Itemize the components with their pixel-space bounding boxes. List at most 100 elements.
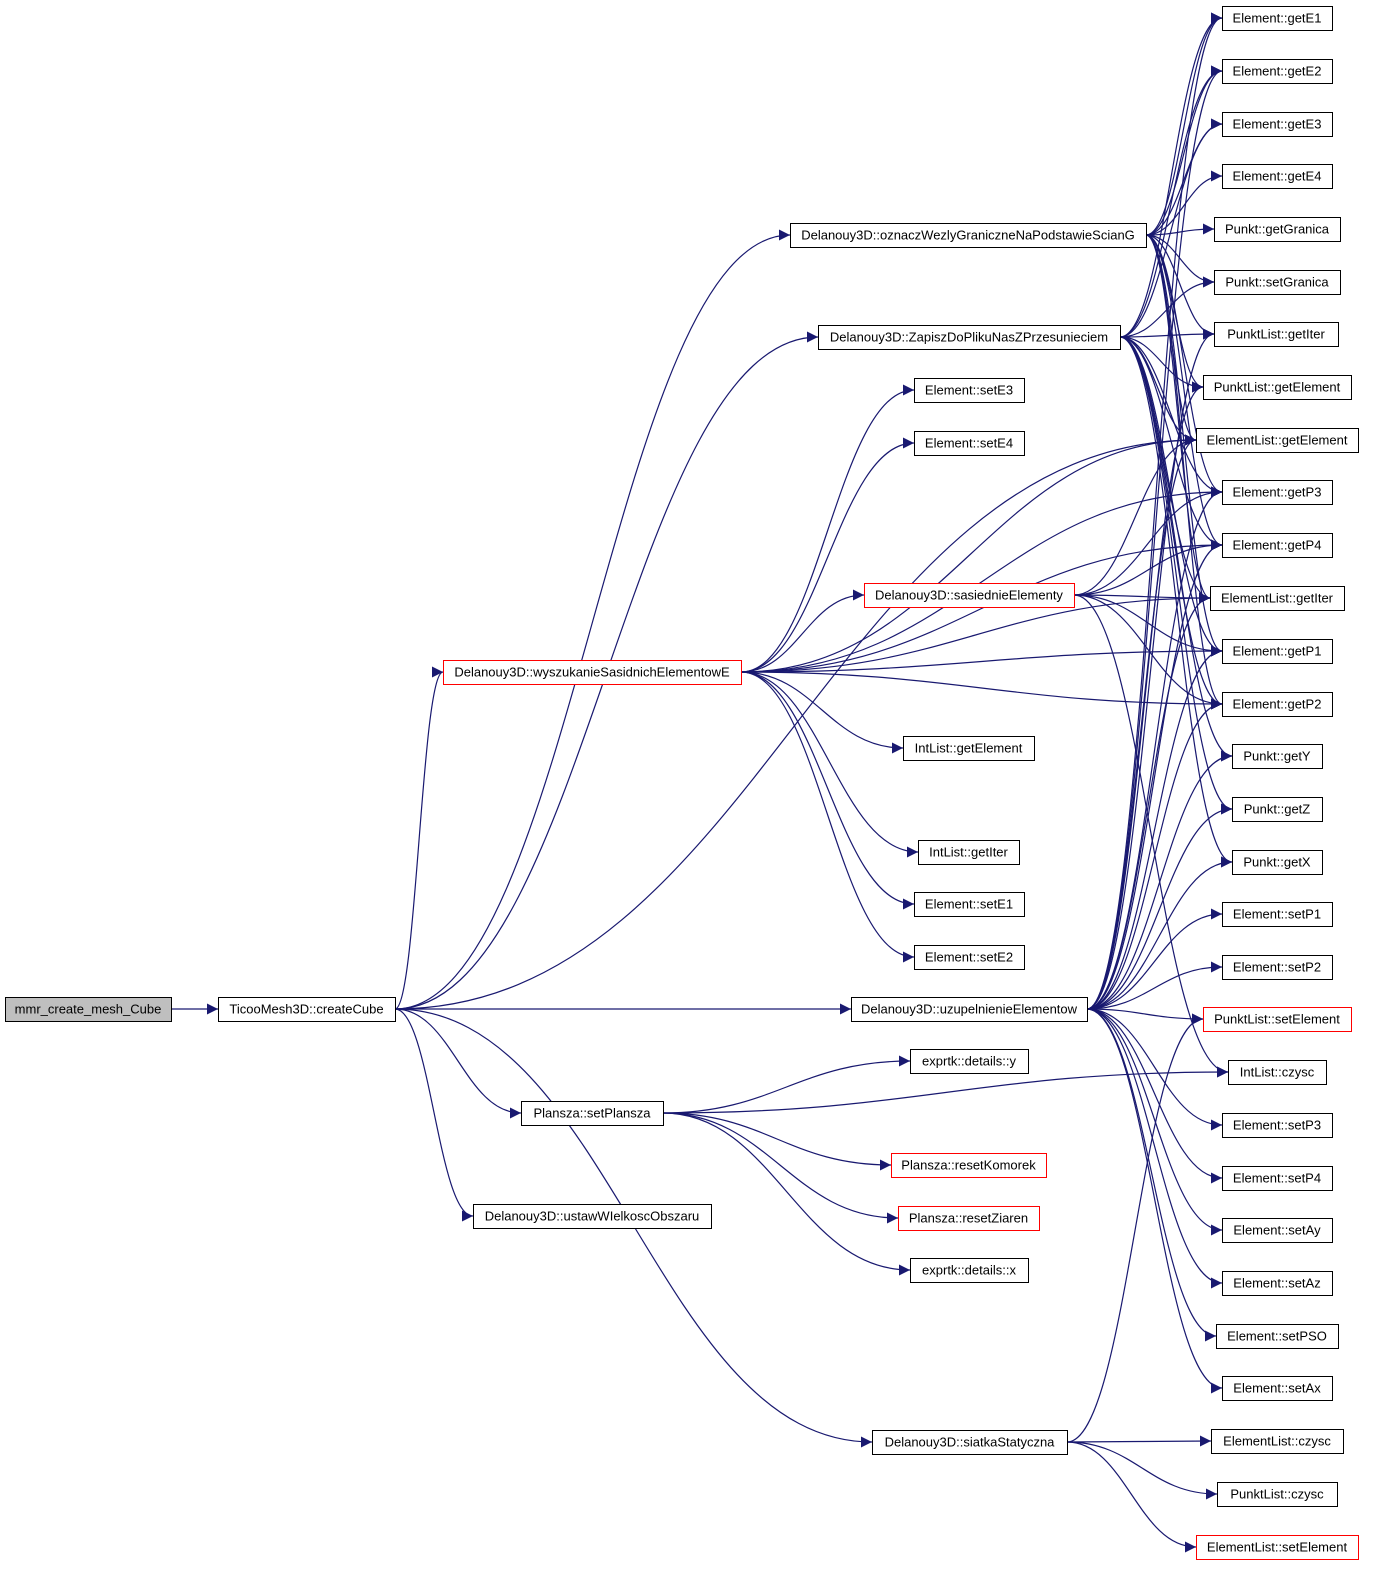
call-edge-sasiednie-to-intCzysc — [1073, 594, 1229, 1078]
node-element-get-e3[interactable]: Element::getE3 — [1222, 112, 1333, 137]
call-edge-wyszukanie-to-sasiednie — [740, 589, 865, 673]
call-edge-uzupelnienie-to-pGetElement — [1086, 381, 1204, 1010]
svg-text:Element::getE3: Element::getE3 — [1233, 117, 1322, 132]
svg-text:Delanouy3D::sasiednieElementy: Delanouy3D::sasiednieElementy — [875, 588, 1063, 603]
svg-text:Element::setE1: Element::setE1 — [925, 897, 1013, 912]
svg-text:Plansza::resetZiaren: Plansza::resetZiaren — [909, 1211, 1028, 1226]
node-plansza-reset-komorek[interactable]: Plansza::resetKomorek — [891, 1153, 1047, 1178]
call-edge-wyszukanie-to-eGetElement — [740, 434, 1197, 673]
call-edge-uzupelnienie-to-setP1 — [1086, 908, 1223, 1010]
node-punktlist-get-element[interactable]: PunktList::getElement — [1203, 375, 1352, 400]
node-punkt-get-granica[interactable]: Punkt::getGranica — [1214, 217, 1341, 242]
svg-text:Plansza::resetKomorek: Plansza::resetKomorek — [901, 1158, 1036, 1173]
node-element-set-pso[interactable]: Element::setPSO — [1216, 1324, 1339, 1349]
svg-text:mmr_create_mesh_Cube: mmr_create_mesh_Cube — [15, 1002, 162, 1017]
call-edge-uzupelnienie-to-getP3 — [1086, 486, 1223, 1010]
node-createcube[interactable]: TicooMesh3D::createCube — [218, 997, 396, 1022]
call-edge-zapisz-to-setGranica — [1119, 276, 1215, 338]
call-edge-setPlansza-to-resetZiaren — [662, 1112, 899, 1224]
call-edge-zapisz-to-getZ — [1119, 336, 1233, 815]
node-element-get-p1[interactable]: Element::getP1 — [1222, 639, 1333, 664]
node-element-get-p4[interactable]: Element::getP4 — [1222, 533, 1333, 558]
node-elementlist-czysc[interactable]: ElementList::czysc — [1211, 1429, 1344, 1454]
call-edge-oznacz-to-getE1 — [1145, 12, 1223, 236]
node-set-e1[interactable]: Element::setE1 — [914, 892, 1025, 917]
svg-text:Punkt::getY: Punkt::getY — [1243, 749, 1311, 764]
svg-text:Element::setAz: Element::setAz — [1233, 1276, 1320, 1291]
node-element-set-p3[interactable]: Element::setP3 — [1222, 1113, 1333, 1138]
node-element-get-e1[interactable]: Element::getE1 — [1222, 6, 1333, 31]
svg-text:Element::getE1: Element::getE1 — [1233, 11, 1322, 26]
node-element-set-ax[interactable]: Element::setAx — [1222, 1376, 1333, 1401]
node-element-get-e2[interactable]: Element::getE2 — [1222, 59, 1333, 84]
call-edge-createCube-to-setPlansza — [394, 1008, 522, 1119]
node-punkt-set-granica[interactable]: Punkt::setGranica — [1214, 270, 1341, 295]
svg-text:Element::getP2: Element::getP2 — [1233, 697, 1322, 712]
call-edge-uzupelnienie-to-setAz — [1086, 1008, 1223, 1289]
call-edge-oznacz-to-getE4 — [1145, 170, 1223, 236]
call-edge-siatka-to-pSetElement — [1066, 1013, 1204, 1443]
node-punktlist-czysc[interactable]: PunktList::czysc — [1217, 1482, 1338, 1507]
node-sasiednie-elementy[interactable]: Delanouy3D::sasiednieElementy — [864, 583, 1075, 608]
node-plansza-reset-ziaren[interactable]: Plansza::resetZiaren — [898, 1206, 1040, 1231]
node-punktlist-set-element[interactable]: PunktList::setElement — [1203, 1007, 1352, 1032]
call-edge-createCube-to-ustaw — [394, 1008, 474, 1222]
node-set-e3[interactable]: Element::setE3 — [914, 378, 1025, 403]
node-oznacz-wezly[interactable]: Delanouy3D::oznaczWezlyGraniczneNaPodsta… — [790, 223, 1147, 248]
svg-text:IntList::czysc: IntList::czysc — [1240, 1065, 1315, 1080]
call-edge-uzupelnienie-to-getP2 — [1086, 698, 1223, 1010]
call-edge-sasiednie-to-getP3 — [1073, 486, 1223, 596]
call-edge-wyszukanie-to-setE3 — [740, 384, 915, 673]
call-edge-zapisz-to-getE1 — [1119, 12, 1223, 338]
node-exprtk-details-x[interactable]: exprtk::details::x — [910, 1258, 1029, 1283]
node-punkt-get-x[interactable]: Punkt::getX — [1232, 850, 1323, 875]
svg-text:IntList::getIter: IntList::getIter — [929, 845, 1008, 860]
node-element-get-p2[interactable]: Element::getP2 — [1222, 692, 1333, 717]
call-edge-siatka-to-pCzysc — [1066, 1441, 1218, 1500]
node-punkt-get-y[interactable]: Punkt::getY — [1232, 744, 1323, 769]
node-element-get-p3[interactable]: Element::getP3 — [1222, 480, 1333, 505]
node-element-set-az[interactable]: Element::setAz — [1222, 1271, 1333, 1296]
node-uzupelnienie-elementow[interactable]: Delanouy3D::uzupelnienieElementow — [851, 997, 1088, 1022]
call-edge-uzupelnienie-to-getE2 — [1086, 65, 1223, 1010]
node-exprtk-details-y[interactable]: exprtk::details::y — [910, 1049, 1029, 1074]
node-element-set-p1[interactable]: Element::setP1 — [1222, 902, 1333, 927]
node-element-set-p4[interactable]: Element::setP4 — [1222, 1166, 1333, 1191]
node-elementlist-get-element[interactable]: ElementList::getElement — [1196, 428, 1359, 453]
node-intlist-czysc[interactable]: IntList::czysc — [1228, 1060, 1327, 1085]
node-siatka-statyczna[interactable]: Delanouy3D::siatkaStatyczna — [872, 1430, 1068, 1455]
svg-text:Element::setE3: Element::setE3 — [925, 383, 1013, 398]
node-punktlist-get-iter[interactable]: PunktList::getIter — [1214, 322, 1339, 347]
call-edges — [170, 12, 1233, 1553]
call-edge-uzupelnienie-to-eGetElement — [1086, 434, 1197, 1010]
node-punkt-get-z[interactable]: Punkt::getZ — [1232, 797, 1323, 822]
node-wyszukanie-sasiednich[interactable]: Delanouy3D::wyszukanieSasidnichElementow… — [443, 660, 742, 685]
call-edge-sasiednie-to-getP2 — [1073, 594, 1223, 710]
node-intlist-get-iter[interactable]: IntList::getIter — [918, 840, 1020, 865]
node-intlist-get-element[interactable]: IntList::getElement — [903, 736, 1035, 761]
call-edge-sasiednie-to-getP4 — [1073, 539, 1223, 596]
node-mmr-create-mesh-cube[interactable]: mmr_create_mesh_Cube — [5, 997, 172, 1022]
call-edge-uzupelnienie-to-getX — [1086, 856, 1233, 1010]
call-edge-uzupelnienie-to-pGetIter — [1086, 328, 1215, 1010]
node-plansza-set-plansza[interactable]: Plansza::setPlansza — [521, 1101, 664, 1126]
node-element-get-e4[interactable]: Element::getE4 — [1222, 164, 1333, 189]
call-edge-zapisz-to-getE2 — [1119, 65, 1223, 338]
node-elementlist-set-element[interactable]: ElementList::setElement — [1196, 1535, 1359, 1560]
svg-text:Delanouy3D::uzupelnienieElemen: Delanouy3D::uzupelnienieElementow — [861, 1002, 1078, 1017]
svg-text:PunktList::getElement: PunktList::getElement — [1214, 380, 1341, 395]
svg-text:PunktList::czysc: PunktList::czysc — [1230, 1487, 1324, 1502]
node-set-e2[interactable]: Element::setE2 — [914, 945, 1025, 970]
svg-text:Element::setP2: Element::setP2 — [1233, 960, 1321, 975]
svg-text:Punkt::getX: Punkt::getX — [1243, 855, 1311, 870]
node-elementlist-get-iter[interactable]: ElementList::getIter — [1210, 586, 1345, 611]
node-element-set-ay[interactable]: Element::setAy — [1222, 1218, 1333, 1243]
node-element-set-p2[interactable]: Element::setP2 — [1222, 955, 1333, 980]
node-ustaw-wielkosc-obszaru[interactable]: Delanouy3D::ustawWIelkoscObszaru — [473, 1204, 712, 1229]
call-edge-wyszukanie-to-setE4 — [740, 437, 915, 673]
node-set-e4[interactable]: Element::setE4 — [914, 431, 1025, 456]
node-zapisz-do-pliku[interactable]: Delanouy3D::ZapiszDoPlikuNasZPrzesunieci… — [818, 325, 1121, 350]
call-edge-createCube-to-wyszukanie — [394, 666, 444, 1010]
call-edge-uzupelnienie-to-setPSO — [1086, 1008, 1217, 1342]
svg-text:Element::getE4: Element::getE4 — [1233, 169, 1322, 184]
